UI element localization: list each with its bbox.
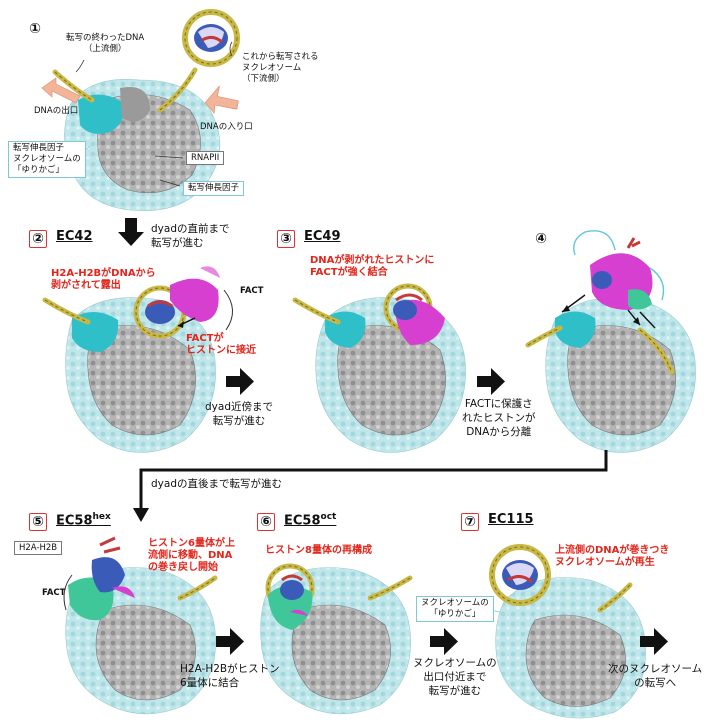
step-arrow-6-7 [430,628,458,655]
stage5-note: ヒストン6量体が上 流側に移動、DNA の巻き戻し開始 [148,538,235,573]
stage2-fact-label: FACT [240,286,264,296]
stage5-h2a-h2b-box: H2A-H2B [14,541,63,555]
step-arrow-next [640,628,668,655]
stage5-fact-label: FACT [42,588,66,598]
stage5-complex [63,536,218,715]
stage4-number: ④ [532,230,550,248]
stage2-title: EC42 [56,229,93,244]
stage4-complex [525,230,696,453]
label-upstream-dna: 転写の終わったDNA （上流側） [66,33,145,54]
label-dna-entry: DNAの入り口 [200,122,253,132]
stage6-note: ヒストン8量体の再構成 [265,545,372,556]
step-arrow-2-3 [226,368,254,395]
step-text-2-3: dyad近傍まで 転写が進む [205,401,273,427]
stage7-note: 上流側のDNAが巻きつき ヌクレオソームが再生 [555,545,670,568]
stage5-number: ⑤ [29,513,47,531]
stage6-title: EC58oct [284,512,337,529]
stage3-note: DNAが剥がれたヒストンに FACTが強く結合 [310,255,435,278]
label-elongation-factor: 転写伸長因子 [183,181,245,196]
step-text-1-2: dyadの直前まで 転写が進む [151,223,230,249]
stage1-complex [41,9,240,211]
stage2-note-fact-approach: FACTが ヒストンに接近 [186,333,256,356]
label-dna-exit: DNAの出口 [34,106,79,116]
connector-line [139,450,608,510]
stage6-complex [260,563,413,715]
step-text-6-7: ヌクレオソームの 出口付近まで 転写が進む [413,657,497,697]
stage7-number: ⑦ [461,513,479,531]
stage1-number: ① [26,20,44,38]
step-text-next: 次のヌクレオソーム の転写へ [608,663,703,689]
stage2-complex [42,266,233,453]
step-text-4-5: dyadの直後まで転写が進む [151,478,282,490]
label-cradle: 転写伸長因子 ヌクレオソームの 「ゆりかご」 [8,141,86,178]
step-text-5-6: H2A-H2Bがヒストン 6量体に結合 [180,663,280,689]
step-arrow-1-2 [118,218,144,246]
step-arrow-5-6 [216,628,244,655]
stage7-cradle-box: ヌクレオソームの 「ゆりかご」 [416,596,494,622]
stage3-title: EC49 [304,229,341,244]
stage3-number: ③ [277,230,295,248]
stage7-title: EC115 [488,512,534,527]
stage3-complex [292,283,466,453]
label-downstream-nucleosome: これから転写される ヌクレオソーム （下流側） [242,52,319,84]
stage7-complex [489,544,646,719]
stage5-title: EC58hex [56,512,111,529]
step-arrow-3-4 [477,368,505,395]
stage2-note-exposed: H2A-H2BがDNAから 剥がされて露出 [51,268,156,291]
stage6-number: ⑥ [257,513,275,531]
label-rnapii: RNAPII [186,151,225,165]
stage2-number: ② [29,230,47,248]
step-text-3-4: FACTに保護さ れたヒストンが DNAから分離 [462,398,536,438]
